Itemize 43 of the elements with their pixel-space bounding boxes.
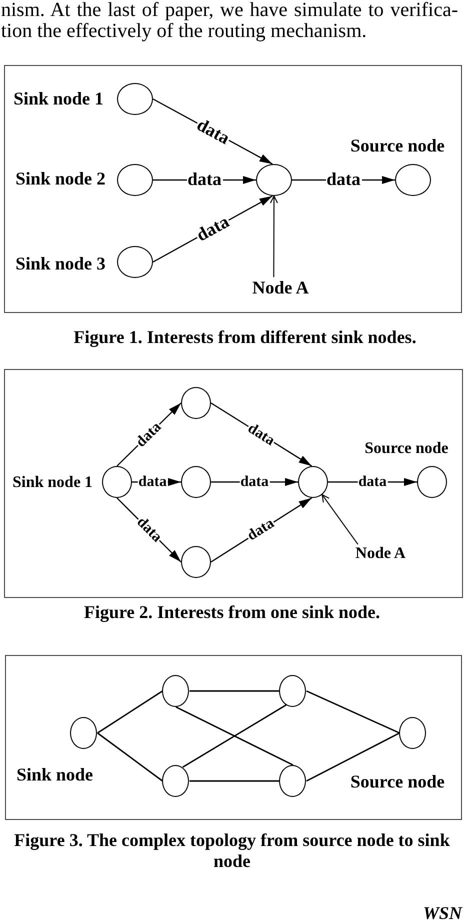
connector-line (190, 780, 280, 782)
node-circle (116, 164, 152, 196)
node-circle (180, 386, 210, 418)
node-label: Sink node 3 (16, 253, 106, 274)
node-circle (256, 164, 292, 196)
node-circle (416, 466, 446, 498)
connector-line (306, 690, 400, 734)
node-circle (116, 246, 152, 278)
node-circle (298, 466, 328, 498)
node-circle (180, 546, 210, 578)
connector-line (190, 690, 280, 692)
node-label: Sink node (16, 764, 94, 785)
node-label: Sink node 1 (12, 473, 93, 492)
connector-line (176, 706, 294, 766)
body-text: nism. At the last of paper, we have simulate to verifica- tion the effectively of the routing mechanism. (1, 0, 458, 42)
node-label: Source node (350, 771, 445, 792)
connector-line (306, 732, 400, 782)
node-circle (180, 466, 210, 498)
node-circle (162, 764, 189, 796)
connector-line (97, 732, 163, 782)
node-circle (116, 82, 152, 114)
connector-line (97, 690, 163, 734)
node-circle (399, 716, 426, 748)
node-label: Node A (252, 277, 309, 298)
node-circle (70, 716, 97, 748)
node-label: Sink node 2 (16, 168, 106, 189)
connector-line (182, 704, 287, 768)
node-circle (394, 164, 430, 196)
figure-caption: Figure 2. Interests from one sink node. (82, 602, 381, 623)
node-circle (162, 674, 189, 706)
leader-arrow (322, 494, 358, 545)
figure-caption: Figure 1. Interests from different sink nodes. (72, 327, 418, 348)
leader-arrow (270, 196, 278, 278)
node-label: Sink node 1 (14, 88, 104, 109)
node-circle (279, 764, 306, 796)
node-label: Source node (350, 135, 445, 156)
node-circle (279, 674, 306, 706)
node-circle (102, 466, 132, 498)
node-label: Source node (364, 439, 448, 458)
figure-frame (5, 655, 462, 820)
running-header: WSN (422, 904, 462, 924)
figure-caption: Figure 3. The complex topology from source node to sink node (13, 830, 451, 872)
node-label: Node A (355, 544, 406, 563)
